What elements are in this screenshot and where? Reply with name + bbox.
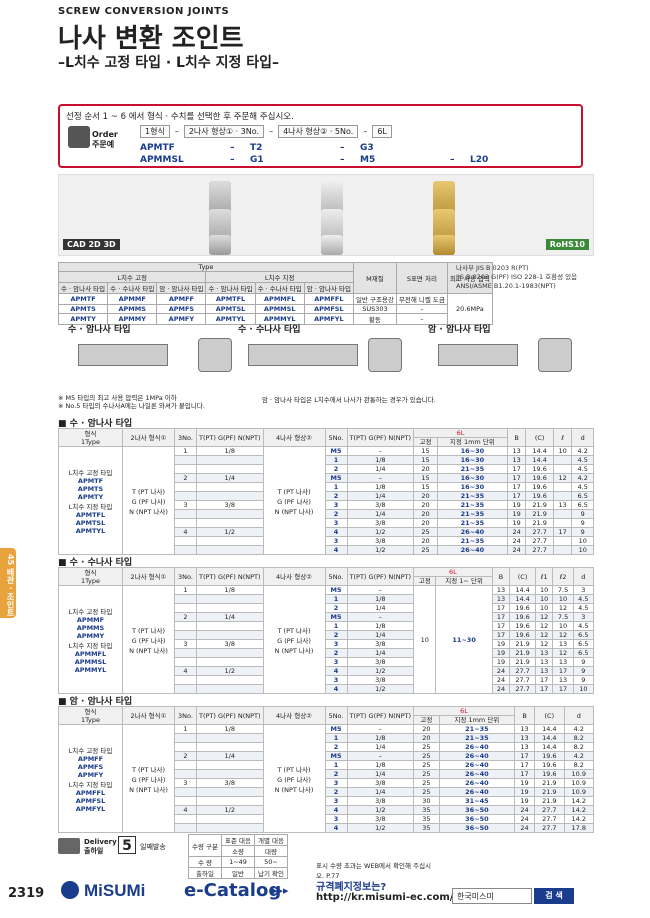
- product-image-sus-ff: [321, 235, 343, 255]
- thread-standards: 나사부 JIS B 0203 R(PT) JIS B 0202 G(PF) IS…: [456, 264, 578, 290]
- order-clipboard-icon: [68, 126, 90, 148]
- section-title-mm: 수 · 수나사 타입: [58, 555, 133, 568]
- category-side-tab[interactable]: 45 배관 · 조인트: [0, 548, 16, 618]
- order-field-thread2: 4나사 형상② · 5No.: [278, 124, 359, 138]
- cad-badge[interactable]: CAD 2D 3D: [63, 239, 120, 250]
- arrows-icon: ▸▸▸: [272, 884, 289, 897]
- order-instruction: 선정 순서 1 ~ 6 에서 형식 · 수치를 선택한 후 주문해 주십시오.: [66, 112, 294, 122]
- diagram-ma-side: [78, 344, 168, 366]
- english-title: SCREW CONVERSION JOINTS: [58, 6, 230, 17]
- korean-title: 나사 변환 조인트: [58, 24, 244, 54]
- product-image-steel-ff: [209, 235, 231, 255]
- dimension-diagrams: 수 · 암나사 타입 수 · 수나사 타입 암 · 암나사 타입: [58, 322, 594, 410]
- diagram-title-ff: 암 · 암나사 타입: [428, 325, 491, 335]
- delivery-note: 표시 수량 초과는 WEB에서 확인해 주십시오. P.77: [316, 862, 432, 880]
- order-field-length: 6L: [372, 124, 392, 138]
- misumi-logo: MiSUMi: [61, 881, 145, 900]
- thread-options: T (PT 나사)G (PF 나사)N (NPT 나사): [122, 446, 175, 555]
- section-title-ma: 수 · 암나사 타입: [58, 416, 133, 429]
- thread-options: T (PT 나사)G (PF 나사)N (NPT 나사): [122, 724, 175, 833]
- order-examples: APMTF– T2– G3 APMMSL– G1– M5– L20: [140, 143, 489, 165]
- diagram-ma-end: [198, 338, 232, 372]
- diagram-mm-end: [368, 338, 402, 372]
- product-photos: CAD 2D 3D RoHS10: [58, 174, 594, 256]
- page-header: SCREW CONVERSION JOINTS 나사 변환 조인트 –L치수 고…: [58, 6, 644, 86]
- product-image-brass-ff: [433, 235, 455, 255]
- section-title-ff: 암 · 암나사 타입: [58, 694, 133, 707]
- subtitle: –L치수 고정 타입 · L치수 지정 타입–: [58, 55, 279, 71]
- diagram-ff-end: [538, 338, 572, 372]
- rohs-badge: RoHS10: [545, 239, 589, 250]
- search-input[interactable]: 한국미스미: [452, 888, 532, 904]
- footer-url[interactable]: http://kr.misumi-ec.com/: [316, 892, 454, 903]
- truck-icon: [58, 838, 80, 854]
- footer-question: 규격폐지정보는?: [316, 882, 387, 893]
- order-field-type: 1형식: [140, 124, 170, 138]
- diagram-ff-side: [438, 344, 518, 366]
- thread-options: T (PT 나사)G (PF 나사)N (NPT 나사): [122, 585, 175, 694]
- svg-text:MiSUMi: MiSUMi: [84, 881, 145, 900]
- diagram-mm-side: [248, 344, 358, 366]
- order-fields: 1형식– 2나사 형상① · 3No.– 4나사 형상② · 5No.– 6L: [140, 124, 580, 138]
- diagram-title-mm: 수 · 수나사 타입: [238, 325, 301, 335]
- ecatalog-label: e-Catalog: [184, 880, 282, 901]
- diagram-title-ma: 수 · 암나사 타입: [68, 325, 131, 335]
- order-field-thread1: 2나사 형상① · 3No.: [183, 124, 265, 138]
- delivery-days-label: 일째발송: [140, 843, 166, 851]
- page-number: 2319: [8, 886, 45, 901]
- order-example-box: 선정 순서 1 ~ 6 에서 형식 · 수치를 선택한 후 주문해 주십시오. …: [58, 104, 583, 168]
- delivery-days: 5: [118, 836, 136, 854]
- diagram-notes: ※ M5 타입의 최고 사용 압력은 1MPa 이하 ※ No.5 타입의 수나…: [58, 394, 205, 410]
- search-button[interactable]: 검 색: [534, 888, 574, 904]
- footer: 2319 MiSUMi e-Catalog ▸▸▸ 규격폐지정보는? http:…: [0, 868, 650, 918]
- diagram-note-ff: 암 · 암나사 타입은 L치수에서 나사가 관통하는 경우가 있습니다.: [262, 396, 436, 404]
- order-label: Order 주문예: [92, 130, 118, 149]
